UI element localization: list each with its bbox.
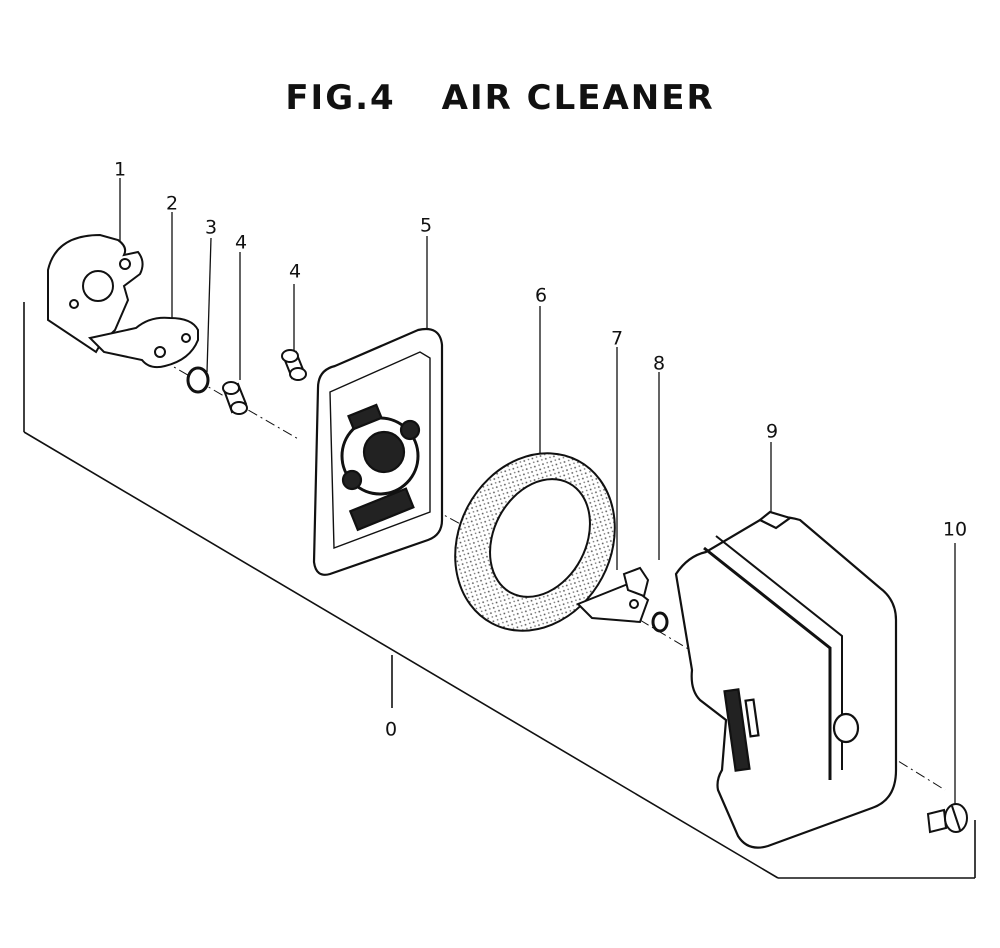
- callout-2: 2: [165, 192, 179, 215]
- assembly-bracket: [23, 302, 976, 879]
- callout-6: 6: [534, 284, 548, 307]
- part-9-cover: [674, 510, 898, 849]
- part-2-plate: [87, 316, 199, 369]
- callout-7: 7: [610, 327, 624, 350]
- leader-lines: [119, 178, 956, 808]
- part-7-bracket: [576, 566, 650, 624]
- figure-name: AIR CLEANER: [441, 78, 715, 118]
- part-10-screw: [926, 803, 968, 834]
- callout-10: 10: [942, 518, 968, 541]
- part-1-gasket: [47, 233, 144, 354]
- callout-1: 1: [113, 158, 127, 181]
- figure-number: FIG.4: [285, 78, 396, 118]
- part-4-bushing-upper: [281, 349, 307, 381]
- part-5-base-plate: [312, 327, 444, 576]
- callout-0-assembly: 0: [384, 718, 398, 741]
- callout-4: 4: [234, 231, 248, 254]
- callout-5: 5: [419, 214, 433, 237]
- part-8-o-ring: [651, 611, 669, 633]
- part-6-foam-element: [454, 452, 616, 632]
- callout-4-upper: 4: [288, 260, 302, 283]
- callout-9: 9: [765, 420, 779, 443]
- callout-3: 3: [204, 216, 218, 239]
- figure-title: FIG.4 AIR CLEANER: [0, 78, 1000, 118]
- part-4-bushing: [222, 381, 248, 415]
- callout-8: 8: [652, 352, 666, 375]
- part-3-o-ring: [186, 366, 210, 394]
